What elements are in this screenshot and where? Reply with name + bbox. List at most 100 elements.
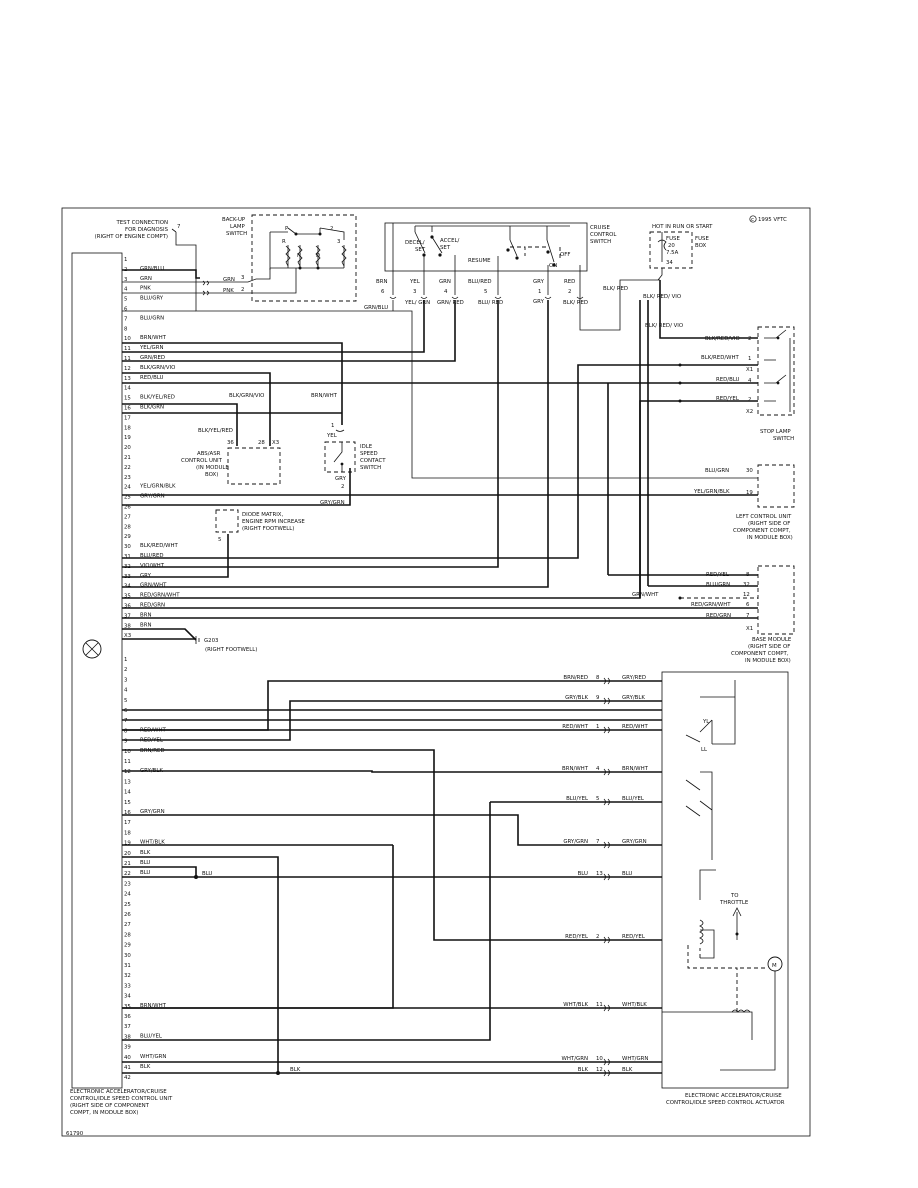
connector_upper-wire-label: BLK/GRN/VIO <box>140 365 175 371</box>
svg-text:3: 3 <box>337 239 340 245</box>
actuator-left-wire: BRN/WHT <box>562 766 589 772</box>
actuator-left-wire: WHT/BLK <box>563 1002 588 1008</box>
svg-text:(RIGHT FOOTWELL): (RIGHT FOOTWELL) <box>242 526 294 532</box>
svg-text:GRN/ RED: GRN/ RED <box>437 300 464 306</box>
svg-text:CONTROL/IDLE SPEED CONTROL UNI: CONTROL/IDLE SPEED CONTROL UNIT <box>70 1096 173 1102</box>
connector_lower-pin: 11 <box>124 759 131 765</box>
svg-text:BLK/YEL/RED: BLK/YEL/RED <box>198 428 233 434</box>
actuator-left-wire: BRN/RED <box>563 675 588 681</box>
connector_lower-pin: 15 <box>124 800 131 806</box>
connector_upper-wire-label: RED/GRN/WHT <box>140 593 180 599</box>
svg-text:32: 32 <box>743 582 750 588</box>
svg-text:4: 4 <box>748 378 752 384</box>
stop-lamp-switch: BLK/RED/VIO 2 BLK/RED/WHT 1 X1 RED/BLU 4… <box>678 326 795 442</box>
connector_lower-wire-label: BLU/YEL <box>140 1033 162 1039</box>
connector_lower-pin: 41 <box>124 1065 131 1071</box>
svg-text:SET: SET <box>415 247 426 253</box>
connector_upper-wire-label: VIO/WHT <box>140 563 165 569</box>
connector_lower-pin: 25 <box>124 902 131 908</box>
actuator-right-wire: RED/YEL <box>622 934 645 940</box>
base-module: RED/YEL 8 BLU/GRN 32 GRN/WHT 12 RED/GRN/… <box>608 300 795 664</box>
connector_upper-wire-label: BLU/GRY <box>140 296 164 302</box>
connector_upper-pin: 14 <box>124 386 131 392</box>
actuator-pin: 5 <box>596 796 599 802</box>
svg-text:BLK/ RED: BLK/ RED <box>563 300 588 306</box>
svg-text:ELECTRONIC ACCELERATOR/CRUISE: ELECTRONIC ACCELERATOR/CRUISE <box>70 1089 167 1095</box>
connector_upper-pin: 5 <box>124 297 127 303</box>
connector_upper-pin: 11 <box>124 346 131 352</box>
connector_upper-pin: 30 <box>124 544 131 550</box>
connector_upper-pin: 6 <box>124 307 128 313</box>
svg-text:FUSE: FUSE <box>695 236 709 242</box>
actuator-pin: 8 <box>596 675 600 681</box>
connector_upper-wire-label: BRN/WHT <box>140 335 167 341</box>
connector_upper-wire-label: BLU/GRN <box>140 315 164 321</box>
svg-text:BLU/GRN: BLU/GRN <box>705 468 729 474</box>
connector_lower-wire-label: BLK <box>140 1064 151 1070</box>
svg-text:CONTROL/IDLE SPEED CONTROL ACT: CONTROL/IDLE SPEED CONTROL ACTUATOR <box>666 1100 785 1106</box>
connector_upper-pin: 37 <box>124 613 131 619</box>
svg-text:IN MODULE BOX): IN MODULE BOX) <box>745 658 791 664</box>
svg-text:ELECTRONIC ACCELERATOR/CRUISE: ELECTRONIC ACCELERATOR/CRUISE <box>685 1093 782 1099</box>
svg-text:CONTROL: CONTROL <box>590 232 616 238</box>
connector_upper-pin: 19 <box>124 435 131 441</box>
svg-text:N: N <box>297 253 301 259</box>
actuator-pin: 10 <box>596 1056 603 1062</box>
actuator-left-wire: GRY/BLK <box>565 695 588 701</box>
svg-text:TEST CONNECTION: TEST CONNECTION <box>115 220 168 226</box>
svg-text:COMPT, IN MODULE BOX): COMPT, IN MODULE BOX) <box>70 1110 138 1116</box>
svg-text:HOT IN RUN OR START: HOT IN RUN OR START <box>652 224 713 230</box>
connector_upper-wire-label: GRN <box>140 276 152 282</box>
svg-text:2: 2 <box>341 484 344 490</box>
svg-text:FOR DIAGNOSIS: FOR DIAGNOSIS <box>125 227 169 233</box>
diode-matrix: DIODE MATRIX, ENGINE RPM INCREASE (RIGHT… <box>215 509 305 543</box>
connector_upper-pin: 16 <box>124 406 131 412</box>
svg-text:7: 7 <box>746 613 749 619</box>
svg-text:GRN/WHT: GRN/WHT <box>632 592 659 598</box>
svg-text:2: 2 <box>568 289 571 295</box>
fuse-box: HOT IN RUN OR START FUSE 20 7.5A FUSE BO… <box>579 224 758 339</box>
svg-text:5: 5 <box>484 289 487 295</box>
svg-text:BACK-UP: BACK-UP <box>222 217 246 223</box>
svg-text:LL: LL <box>701 747 707 753</box>
connector_upper-wire-label: BLK/GRN <box>140 405 164 411</box>
connector_upper-wire-label: BRN <box>140 622 151 628</box>
connector_lower-pin: 2 <box>124 667 127 673</box>
actuator-right-wire: GRY/BLK <box>622 695 645 701</box>
connector_lower-pin: 39 <box>124 1045 131 1051</box>
connector_upper-pin: 27 <box>124 514 131 520</box>
connector_lower-pin: 8 <box>124 728 128 734</box>
connector_lower-pin: 19 <box>124 841 131 847</box>
actuator-right-wire: WHT/GRN <box>622 1056 648 1062</box>
svg-text:BLU/ RED: BLU/ RED <box>478 300 503 306</box>
connector_lower-pin: 3 <box>124 677 127 683</box>
svg-text:GRY: GRY <box>533 299 545 305</box>
svg-text:BLK/ RED: BLK/ RED <box>603 286 628 292</box>
connector_lower-pin: 17 <box>124 820 131 826</box>
actuator-pin: 13 <box>596 871 603 877</box>
svg-text:GRY: GRY <box>335 476 347 482</box>
svg-text:COMPONENT COMPT,: COMPONENT COMPT, <box>733 528 791 534</box>
connector_lower-pin: 21 <box>124 861 131 867</box>
connector_lower-pin: 29 <box>124 943 131 949</box>
connector_upper-wire-label: RED/GRN <box>140 603 165 609</box>
connector_upper-pin: 38 <box>124 623 131 629</box>
actuator-left-wire: BLK <box>578 1067 589 1073</box>
svg-text:SWITCH: SWITCH <box>590 239 611 245</box>
connector_upper-pin: 23 <box>124 475 131 481</box>
connector_lower-wire-label: BLU <box>140 870 150 876</box>
svg-text:RED/BLU: RED/BLU <box>716 377 740 383</box>
svg-text:THROTTLE: THROTTLE <box>719 900 749 906</box>
actuator-right-wire: WHT/BLK <box>622 1002 647 1008</box>
actuator-right-wire: BLU <box>622 871 632 877</box>
svg-text:1: 1 <box>748 356 751 362</box>
svg-text:6: 6 <box>746 602 750 608</box>
connector_upper-pin: 15 <box>124 396 131 402</box>
connector_lower-pin: 34 <box>124 994 131 1000</box>
svg-text:BLU/RED: BLU/RED <box>468 279 492 285</box>
actuator-left-wire: RED/YEL <box>565 934 588 940</box>
connector_lower-pin: 7 <box>124 718 127 724</box>
svg-text:BLK/ RED/ VIO: BLK/ RED/ VIO <box>643 294 681 300</box>
